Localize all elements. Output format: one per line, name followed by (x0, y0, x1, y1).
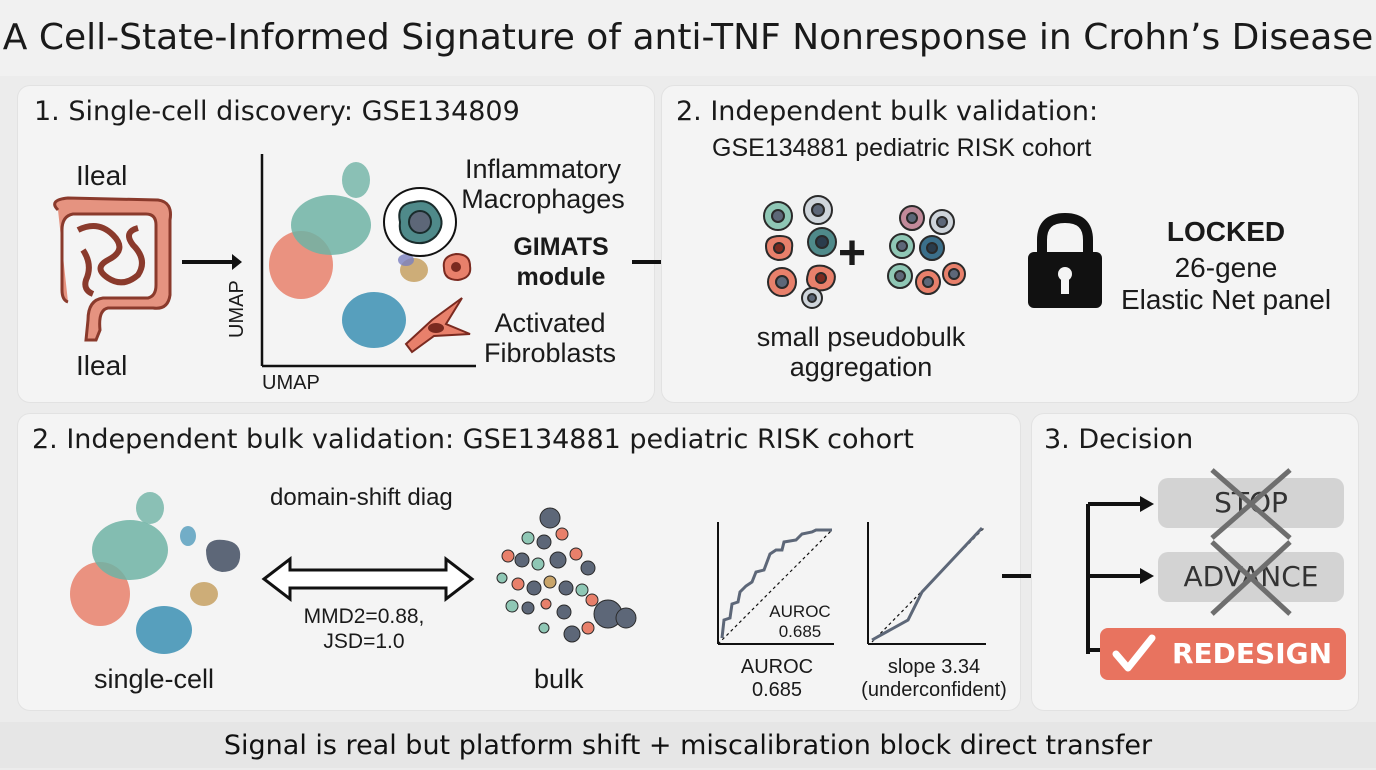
single-cell-label: single-cell (94, 664, 215, 694)
redesign-button[interactable]: REDESIGN (1100, 628, 1346, 680)
cell-cluster-right (887, 205, 966, 295)
double-arrow-icon (261, 555, 475, 603)
fibroblasts-label: Activated Fibroblasts (483, 308, 617, 368)
umap-x-label: UMAP (262, 372, 320, 394)
cell-cluster-left (763, 195, 837, 309)
domain-shift-label: domain-shift diag (270, 484, 453, 511)
gimats-label: GIMATS module (513, 233, 609, 291)
panel1-heading: 1. Single-cell discovery: GSE134809 (34, 96, 520, 127)
panel2-subheading: GSE134881 pediatric RISK cohort (712, 134, 1092, 162)
cross-icon (1210, 540, 1292, 616)
footer-conclusion: Signal is real but platform shift + misc… (0, 722, 1376, 768)
small-cell-icon (442, 252, 472, 282)
metrics-label: MMD2=0.88, JSD=1.0 (303, 605, 425, 653)
ileal-label-top: Ileal (76, 160, 128, 191)
single-cell-umap (70, 492, 241, 654)
panel3-heading: 2. Independent bulk validation: GSE13488… (32, 424, 914, 455)
pseudobulk-label: small pseudobulk aggregation (756, 322, 966, 382)
bulk-scatter (496, 507, 637, 643)
page-title: A Cell-State-Informed Signature of anti-… (0, 0, 1376, 76)
auroc-caption: AUROC 0.685 (740, 656, 814, 701)
panel2-heading: 2. Independent bulk validation: (676, 96, 1099, 127)
roc-curve-plot (717, 522, 834, 645)
decision-branch-arrows (1086, 496, 1154, 654)
umap-y-label: UMAP (226, 280, 248, 338)
redesign-label: REDESIGN (1171, 637, 1333, 670)
arrow-icon (182, 254, 242, 270)
plus-sign: + (838, 227, 867, 280)
ileal-label-bottom: Ileal (76, 350, 128, 381)
macrophages-label: Inflammatory Macrophages (461, 154, 625, 214)
umap-plot (260, 154, 476, 368)
calibration-plot (867, 522, 986, 645)
bulk-label: bulk (534, 664, 584, 694)
elastic-net-panel-label: 26-gene Elastic Net panel (1120, 252, 1332, 315)
fibroblast-icon (404, 297, 471, 354)
auroc-inner-label: AUROC 0.685 (769, 602, 831, 641)
lock-icon (1028, 212, 1102, 308)
locked-label: LOCKED (1166, 216, 1286, 247)
panel4-heading: 3. Decision (1044, 424, 1194, 455)
slope-caption: slope 3.34 (underconfident) (861, 656, 1007, 701)
macrophage-icon (383, 187, 457, 257)
checkmark-icon (1112, 634, 1156, 672)
cross-icon (1210, 468, 1292, 540)
intestine-icon (53, 196, 172, 342)
